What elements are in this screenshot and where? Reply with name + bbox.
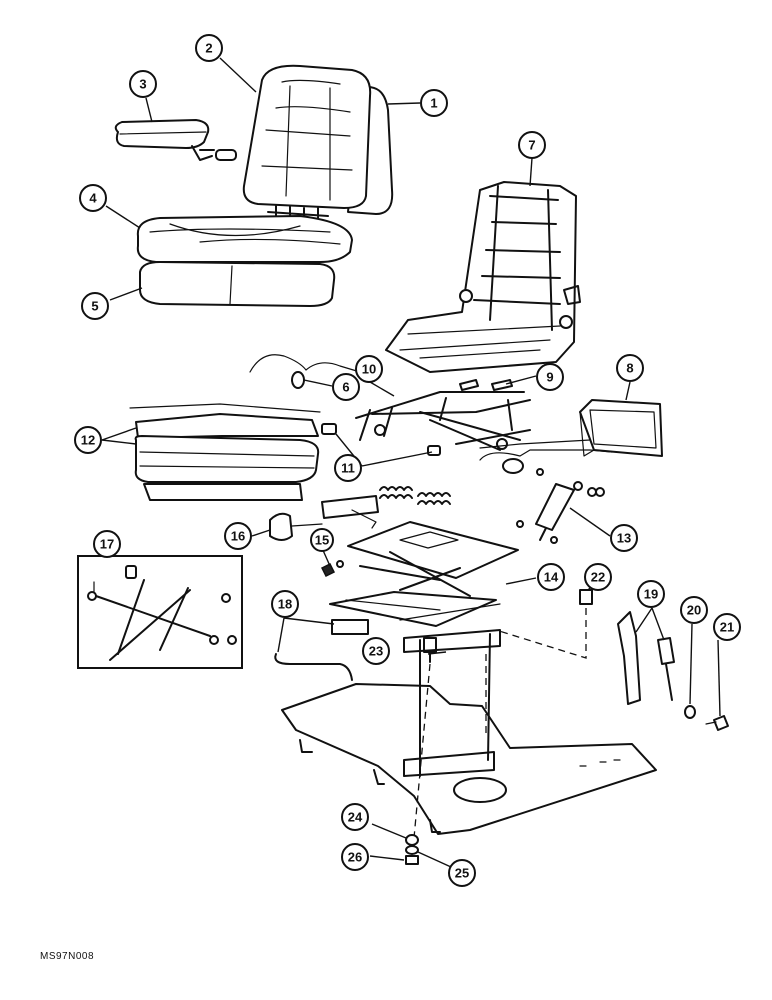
part-bolt-21 — [705, 715, 729, 731]
part-washer-24 — [405, 834, 419, 846]
callout-11: 11 — [334, 454, 362, 482]
svg-text:24: 24 — [348, 810, 363, 825]
svg-text:9: 9 — [546, 370, 553, 385]
callout-23: 23 — [362, 637, 390, 665]
part-bolt-22 — [579, 589, 593, 605]
svg-text:21: 21 — [720, 620, 734, 635]
callout-22: 22 — [584, 563, 612, 591]
svg-text:22: 22 — [591, 570, 605, 585]
figure-reference-code: MS97N008 — [40, 951, 95, 962]
svg-text:1: 1 — [430, 96, 437, 111]
svg-text:4: 4 — [89, 191, 97, 206]
callout-18: 18 — [271, 590, 299, 618]
svg-text:8: 8 — [626, 361, 633, 376]
svg-text:3: 3 — [139, 77, 146, 92]
part-suspension-bellows — [129, 403, 441, 501]
callout-8: 8 — [616, 354, 644, 382]
callout-19: 19 — [637, 580, 665, 608]
callout-10: 10 — [355, 355, 383, 383]
callout-7: 7 — [518, 131, 546, 159]
callout-20: 20 — [680, 596, 708, 624]
callout-13: 13 — [610, 524, 638, 552]
svg-text:6: 6 — [342, 380, 349, 395]
leader-lines — [101, 57, 721, 873]
part-seat-base-cushion — [139, 261, 336, 307]
callout-1: 1 — [420, 89, 448, 117]
svg-text:17: 17 — [100, 537, 114, 552]
part-seat-belt — [617, 611, 675, 705]
part-springs — [321, 486, 451, 529]
svg-text:7: 7 — [528, 138, 535, 153]
callout-4: 4 — [79, 184, 107, 212]
callout-26: 26 — [341, 843, 369, 871]
svg-text:11: 11 — [341, 461, 355, 476]
svg-text:25: 25 — [455, 866, 469, 881]
svg-text:19: 19 — [644, 587, 658, 602]
callout-3: 3 — [129, 70, 157, 98]
svg-text:13: 13 — [617, 531, 631, 546]
part-seat-frame — [385, 181, 581, 373]
svg-text:12: 12 — [81, 433, 95, 448]
part-slide-rails — [355, 391, 601, 451]
callout-16: 16 — [224, 522, 252, 550]
part-shock-absorber — [516, 468, 605, 544]
callout-24: 24 — [341, 803, 369, 831]
part-armrest — [114, 119, 237, 161]
svg-text:15: 15 — [315, 533, 329, 548]
svg-text:10: 10 — [362, 362, 376, 377]
part-washer-20 — [684, 705, 696, 719]
part-adjust-knob — [269, 512, 323, 541]
part-seat-cushion — [136, 215, 353, 263]
callout-9: 9 — [536, 363, 564, 391]
callout-2: 2 — [195, 34, 223, 62]
part-base-plate — [281, 629, 657, 835]
callout-17: 17 — [93, 530, 121, 558]
callout-25: 25 — [448, 859, 476, 887]
part-wire-loop — [249, 354, 361, 389]
svg-text:2: 2 — [205, 41, 212, 56]
callout-6: 6 — [332, 373, 360, 401]
svg-text:18: 18 — [278, 597, 292, 612]
inset-scissor-detail — [77, 555, 243, 669]
svg-text:23: 23 — [369, 644, 383, 659]
svg-text:20: 20 — [687, 603, 701, 618]
callout-21: 21 — [713, 613, 741, 641]
svg-text:5: 5 — [91, 299, 98, 314]
part-clips — [459, 379, 513, 391]
part-scissor-mechanism — [329, 521, 519, 627]
svg-text:14: 14 — [544, 570, 559, 585]
svg-text:26: 26 — [348, 850, 362, 865]
assembly-dashed-lines — [413, 608, 587, 839]
part-clip-15 — [320, 560, 344, 578]
callout-12: 12 — [74, 426, 102, 454]
part-backrest — [242, 64, 372, 221]
part-washer-25 — [405, 845, 419, 855]
svg-text:16: 16 — [231, 529, 245, 544]
part-nut-26 — [405, 855, 419, 865]
part-pad — [479, 399, 663, 474]
part-rod-and-slide — [274, 619, 369, 681]
callout-5: 5 — [81, 292, 109, 320]
callout-14: 14 — [537, 563, 565, 591]
callout-15: 15 — [310, 528, 334, 552]
